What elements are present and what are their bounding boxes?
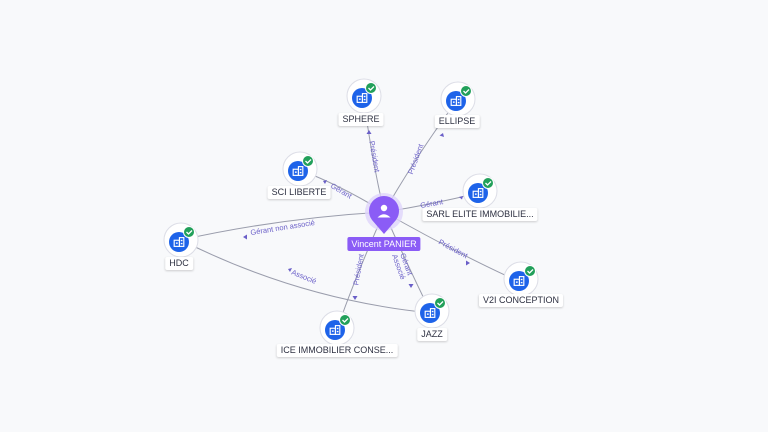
edge-label-ellipse: Président [406, 142, 426, 176]
arrow-marker [352, 296, 358, 300]
company-node-sarl-elite[interactable] [462, 173, 498, 209]
arrow-marker [323, 180, 327, 184]
edge-label-ice: Président [351, 252, 366, 286]
edge-label-hdc: Gérant non associé [250, 218, 316, 237]
company-node-hdc[interactable] [163, 222, 199, 258]
person-icon [377, 204, 391, 218]
check-badge-icon [365, 82, 377, 94]
node-label-v2i-conception[interactable]: V2I CONCEPTION [478, 294, 564, 307]
check-badge-icon [183, 226, 195, 238]
arrow-marker [439, 133, 444, 137]
edge-label-sphere: Président [367, 140, 382, 174]
company-node-jazz[interactable] [414, 293, 450, 329]
edge-label-sarl: Gérant [419, 197, 444, 210]
node-label-ellipse[interactable]: ELLIPSE [434, 115, 480, 128]
arrow-marker [466, 260, 470, 266]
arrow-marker [366, 130, 372, 134]
company-node-ellipse[interactable] [440, 81, 476, 117]
center-node-label[interactable]: Vincent PANIER [347, 237, 421, 251]
company-node-ice-immobilier[interactable] [319, 310, 355, 346]
edge-hdc [180, 211, 385, 241]
arrow-marker [288, 268, 292, 272]
edge-jazz-hdc [180, 239, 432, 314]
check-badge-icon [460, 85, 472, 97]
check-badge-icon [302, 155, 314, 167]
node-label-ice-immobilier[interactable]: ICE IMMOBILIER CONSE... [276, 344, 398, 357]
node-label-sphere[interactable]: SPHERE [338, 113, 384, 126]
company-node-v2i-conception[interactable] [503, 261, 539, 297]
edge-label-jazz-hdc: Associé [290, 268, 318, 286]
node-label-sarl-elite[interactable]: SARL ELITE IMMOBILIE... [422, 208, 538, 221]
company-node-sphere[interactable] [346, 78, 382, 114]
edge-label-v2i: Président [437, 237, 470, 260]
check-badge-icon [482, 177, 494, 189]
center-node[interactable] [365, 193, 403, 234]
check-badge-icon [434, 297, 446, 309]
arrow-marker [408, 284, 414, 288]
edge-label-sci: Gérant [329, 181, 354, 201]
node-label-sci-liberte[interactable]: SCI LIBERTE [267, 186, 331, 199]
edge-label-jazz: GérantAssocié [390, 250, 415, 280]
company-node-sci-liberte[interactable] [282, 151, 318, 187]
arrow-marker [459, 196, 463, 200]
arrow-marker [243, 234, 247, 240]
check-badge-icon [339, 314, 351, 326]
check-badge-icon [524, 265, 536, 277]
node-label-jazz[interactable]: JAZZ [417, 328, 447, 341]
node-label-hdc[interactable]: HDC [165, 257, 193, 270]
